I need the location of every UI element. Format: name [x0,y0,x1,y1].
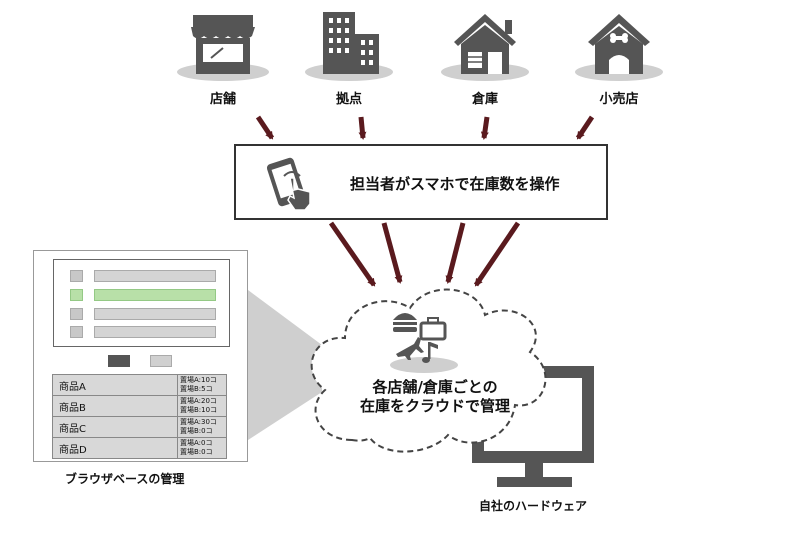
airplane-icon [396,337,424,360]
product-qty: 置場A:20コ置場B:10コ [177,395,227,417]
arrow-phone-to-cloud-3 [445,222,466,284]
browser-primary-button[interactable] [108,355,130,367]
table-row: 商品C 置場A:30コ置場B:0コ [52,416,227,438]
cloud-icons-shadow [390,357,458,373]
cloud-text-line1: 各店舗/倉庫ごとの [372,378,498,396]
arrow-phone-to-cloud-2 [381,222,403,284]
qty-slot-b: 置場B:5コ [180,385,213,393]
arrow-retail-to-phone [575,115,595,140]
qty-slot-a: 置場A:20コ [180,397,217,405]
list-row-checkbox[interactable] [70,270,83,282]
building-icon [305,12,393,81]
qty-slot-a: 置場A:0コ [180,439,213,447]
burger-icon [393,313,417,332]
table-row: 商品D 置場A:0コ置場B:0コ [52,437,227,459]
product-qty: 置場A:0コ置場B:0コ [177,437,227,459]
browser-screen-list [53,259,230,347]
product-name: 商品C [52,416,178,438]
cloud-text: 各店舗/倉庫ごとの 在庫をクラウドで管理 [340,378,530,416]
list-row-bar[interactable] [94,326,216,338]
cloud-text-line2: 在庫をクラウドで管理 [359,397,510,415]
product-qty: 置場A:10コ置場B:5コ [177,374,227,396]
product-name: 商品B [52,395,178,417]
qty-slot-b: 置場B:0コ [180,427,213,435]
smartphone-operation-box: 担当者がスマホで在庫数を操作 [234,144,608,220]
zoom-callout [248,290,322,440]
store-icon [177,15,269,81]
qty-slot-b: 置場B:10コ [180,406,218,414]
list-row-bar[interactable] [94,270,216,282]
smartphone-tap-icon [266,157,311,211]
arrow-warehouse-to-phone [480,116,490,140]
list-row-bar[interactable] [94,308,216,320]
product-name: 商品A [52,374,178,396]
location-label-base: 拠点 [335,92,362,107]
list-row-checkbox[interactable] [70,326,83,338]
browser-secondary-button[interactable] [150,355,172,367]
location-label-warehouse: 倉庫 [471,92,498,107]
product-name: 商品D [52,437,178,459]
location-label-retail: 小売店 [599,92,639,107]
product-qty: 置場A:30コ置場B:0コ [177,416,227,438]
table-row: 商品B 置場A:20コ置場B:10コ [52,395,227,417]
warehouse-icon [441,14,529,81]
browser-caption: ブラウザベースの管理 [65,472,185,486]
smartphone-operation-text: 担当者がスマホで在庫数を操作 [350,175,560,193]
arrow-store-to-phone [255,115,275,140]
inventory-table: 商品A 置場A:10コ置場B:5コ 商品B 置場A:20コ置場B:10コ 商品C… [52,374,227,459]
qty-slot-b: 置場B:0コ [180,448,213,456]
list-row-bar-selected[interactable] [94,289,216,301]
list-row-checkbox[interactable] [70,308,83,320]
qty-slot-a: 置場A:10コ [180,376,217,384]
music-note-icon [422,342,438,363]
briefcase-icon [419,317,447,341]
arrow-phone-to-cloud-1 [328,221,377,287]
qty-slot-a: 置場A:30コ [180,418,217,426]
location-label-store: 店舗 [209,92,236,107]
hardware-caption: 自社のハードウェア [479,499,588,513]
pet-shop-icon [575,14,663,81]
list-row-checkbox-selected[interactable] [70,289,83,301]
arrow-base-to-phone [358,116,367,140]
arrow-phone-to-cloud-4 [473,221,521,287]
table-row: 商品A 置場A:10コ置場B:5コ [52,374,227,396]
browser-mockup: 商品A 置場A:10コ置場B:5コ 商品B 置場A:20コ置場B:10コ 商品C… [33,250,248,462]
